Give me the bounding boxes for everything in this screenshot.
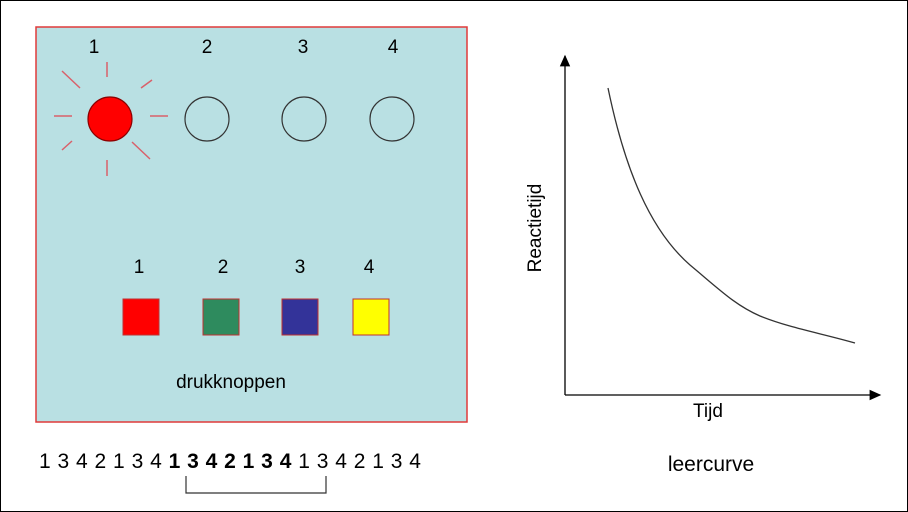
lamp-3 <box>281 96 327 142</box>
stimulus-sequence: 1 3 4 2 1 3 4 1 3 4 2 1 3 4 1 3 4 2 1 3 … <box>39 450 421 474</box>
push-button-3 <box>281 298 319 336</box>
lamp-4 <box>369 96 415 142</box>
light-rays-icon <box>54 62 168 176</box>
lamp-label-4: 4 <box>388 37 399 58</box>
y-axis-label: Reactietijd <box>525 184 546 273</box>
lamp-label-3: 3 <box>298 37 309 58</box>
push-button-2 <box>202 298 240 336</box>
apparatus-panel <box>35 26 468 423</box>
lamp-1-lit <box>87 96 133 142</box>
sequence-bracket <box>185 476 327 494</box>
button-label-2: 2 <box>218 257 229 278</box>
chart-caption: leercurve <box>668 453 754 476</box>
sequence-after: 1 3 4 2 1 3 4 <box>298 450 422 473</box>
lamp-2 <box>184 96 230 142</box>
button-label-3: 3 <box>295 257 306 278</box>
x-axis-label: Tijd <box>693 401 723 422</box>
push-button-4 <box>352 298 390 336</box>
sequence-before: 1 3 4 2 1 3 4 <box>39 450 163 473</box>
sequence-highlighted: 1 3 4 2 1 3 4 <box>168 450 292 473</box>
learning-curve <box>607 87 856 344</box>
buttons-caption: drukknoppen <box>176 372 286 393</box>
lamp-label-2: 2 <box>202 37 213 58</box>
lamp-label-1: 1 <box>89 37 100 58</box>
button-label-4: 4 <box>364 257 375 278</box>
push-button-1 <box>122 298 160 336</box>
button-label-1: 1 <box>134 257 145 278</box>
